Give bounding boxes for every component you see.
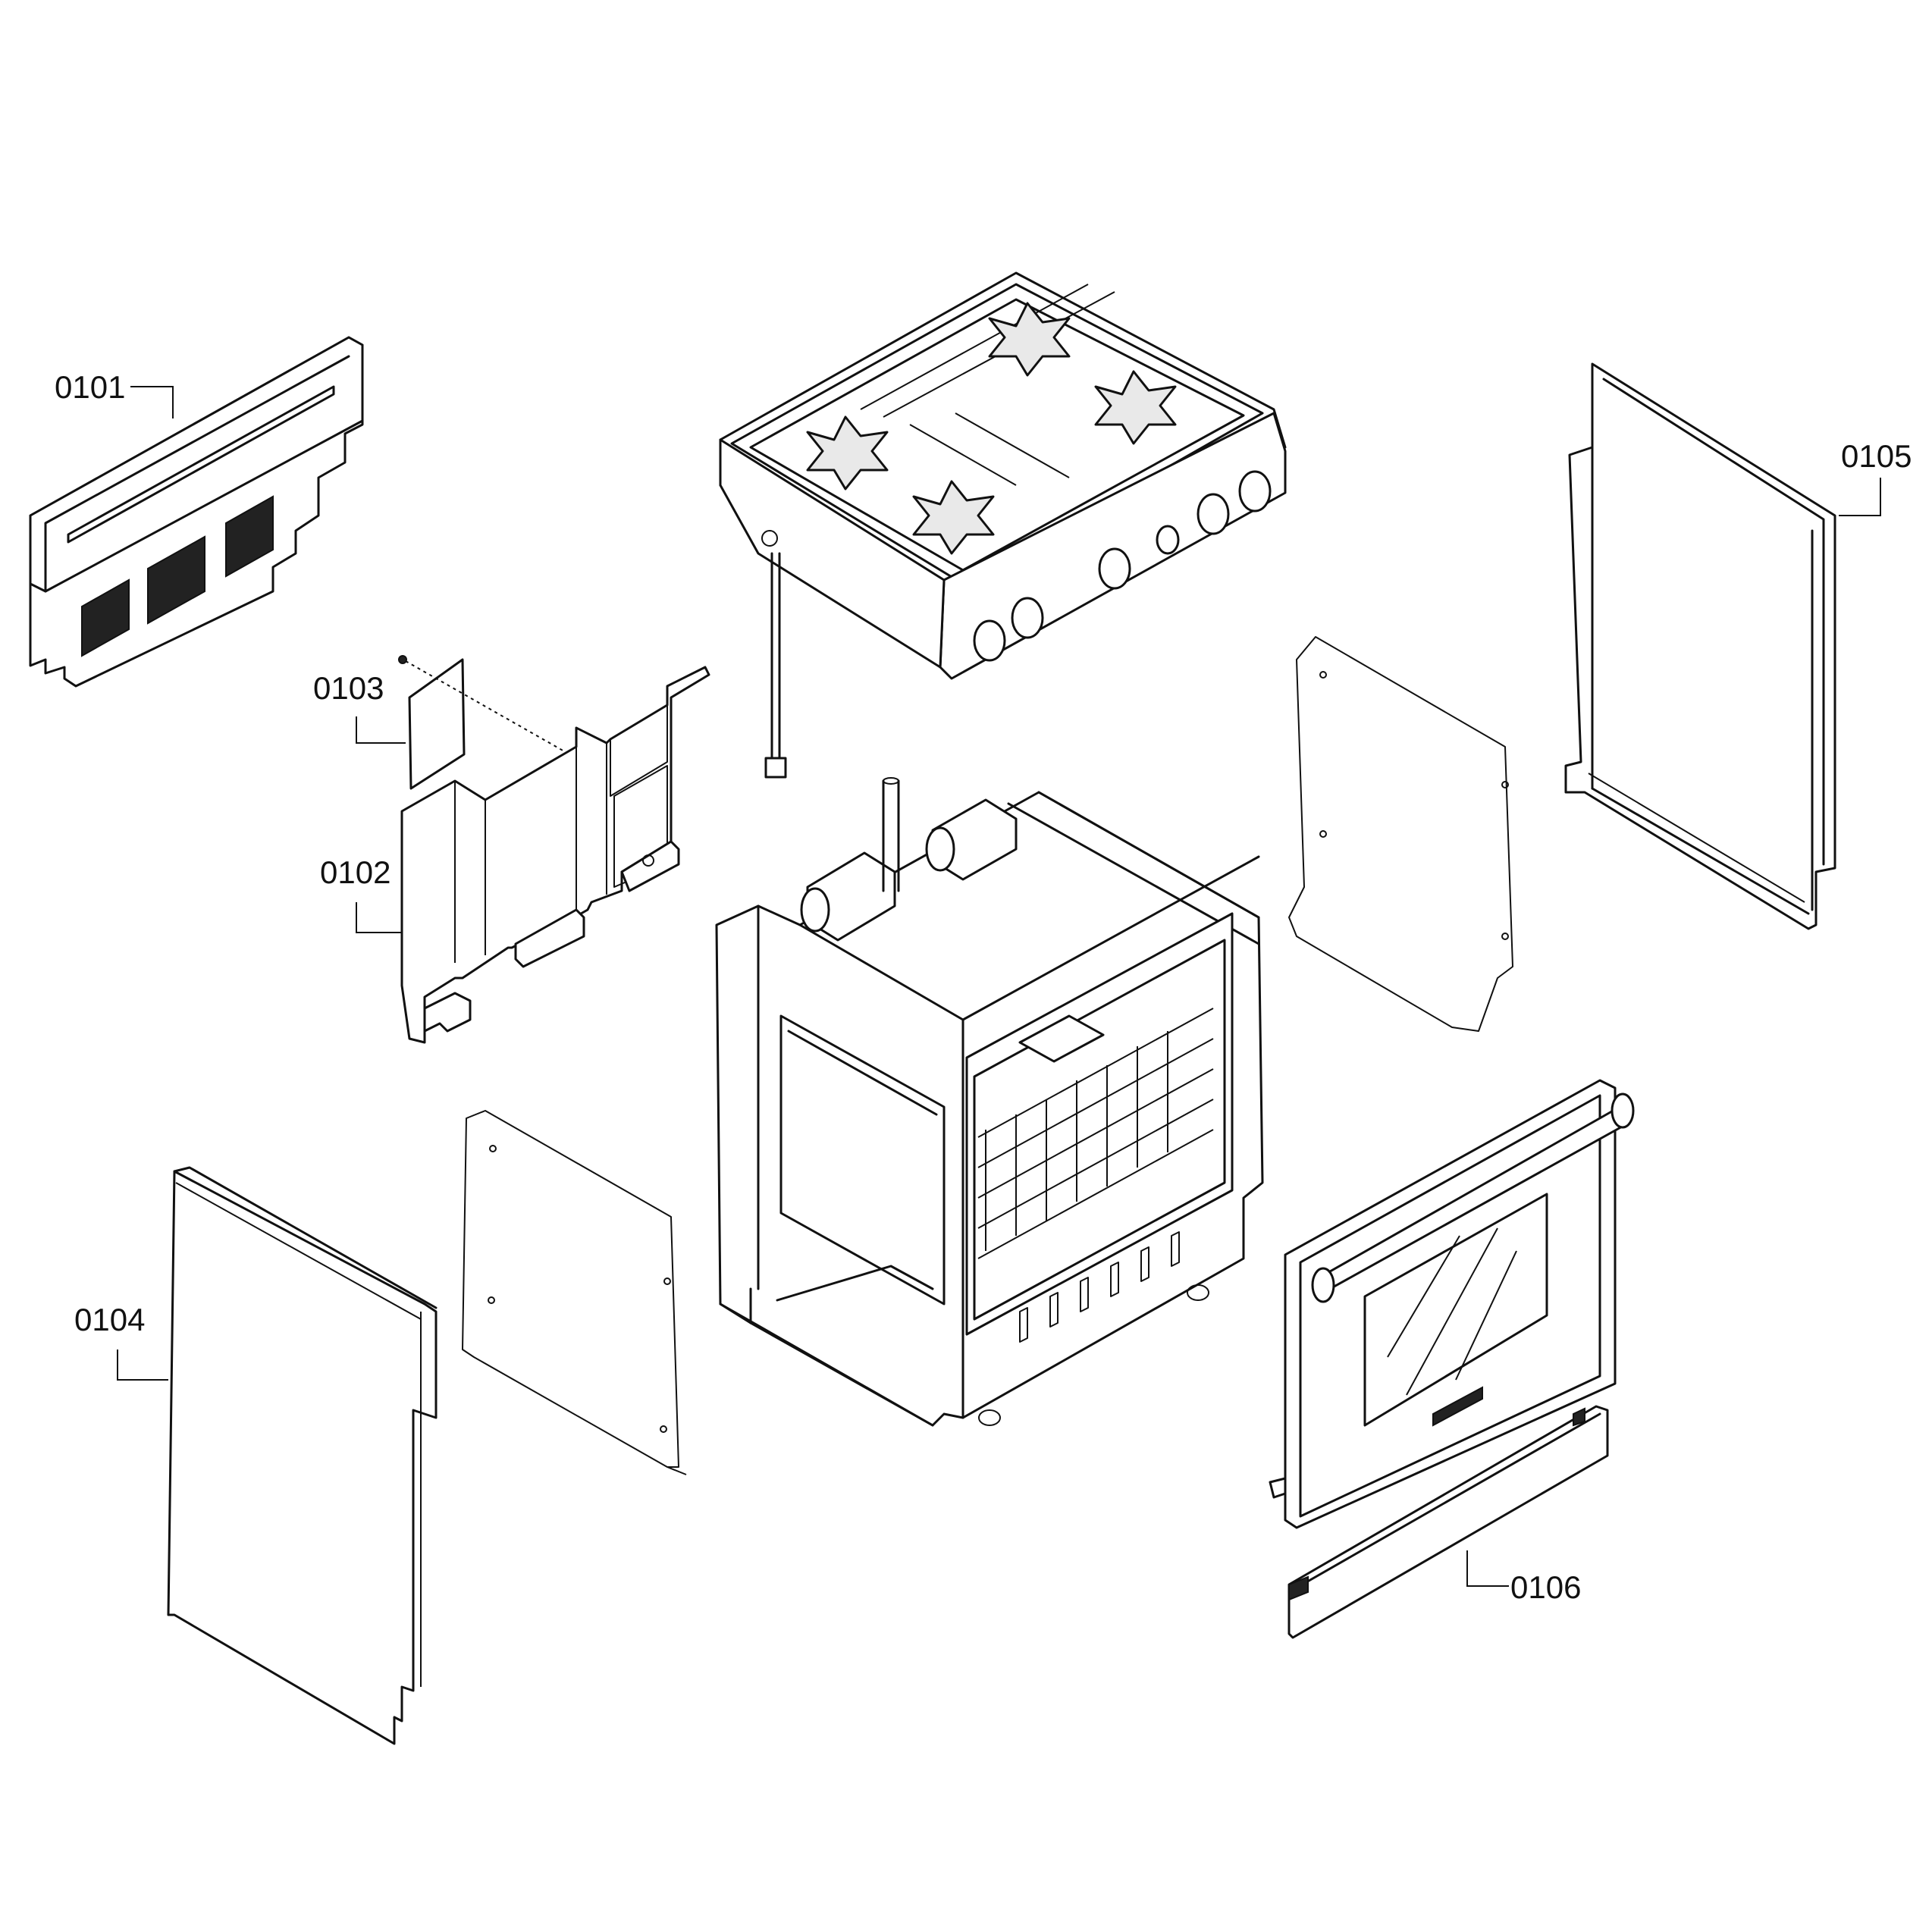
- part-0104-side-panel[interactable]: [167, 1166, 438, 1745]
- left-inner-side-panel: [462, 1110, 687, 1475]
- part-0101-back-panel[interactable]: [29, 336, 364, 688]
- part-0102-heat-shield[interactable]: [400, 666, 710, 1044]
- burner-grates: [806, 302, 1177, 555]
- part-0105-side-frame[interactable]: [1564, 362, 1836, 930]
- part-labels: 0101 0103 0102 0104 0105 0106: [55, 369, 1912, 1605]
- label-0106: 0106: [1510, 1569, 1581, 1605]
- part-0106-drawer-front[interactable]: [1287, 1405, 1609, 1639]
- control-knobs: [973, 470, 1272, 662]
- label-0102: 0102: [320, 854, 390, 890]
- vent-slots-lower: [1019, 1231, 1180, 1343]
- label-0104: 0104: [74, 1302, 145, 1337]
- oven-racks: [977, 1008, 1214, 1259]
- leader-lines: [117, 386, 1881, 1587]
- label-0105: 0105: [1841, 438, 1912, 474]
- right-inner-side-panel: [1288, 636, 1513, 1032]
- cooktop-assembly: [719, 271, 1287, 779]
- convection-fans: [800, 777, 1105, 1063]
- oven-body: [715, 777, 1264, 1427]
- vent-slots: [81, 495, 274, 657]
- label-0101: 0101: [55, 369, 125, 405]
- oven-door: [1269, 1079, 1635, 1529]
- part-0103-cover-plate[interactable]: [398, 655, 577, 790]
- label-0103: 0103: [313, 670, 384, 706]
